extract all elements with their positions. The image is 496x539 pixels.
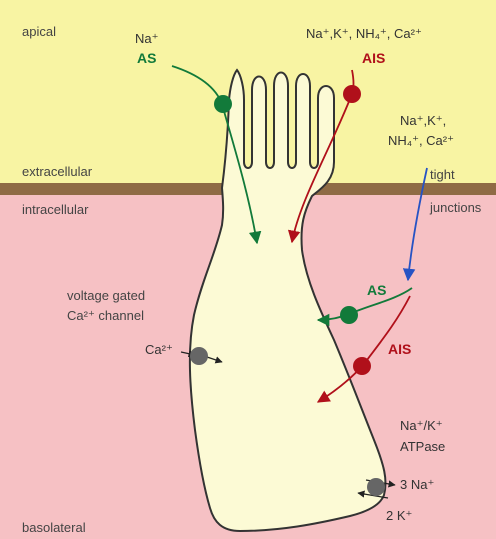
basolateral-ais-transporter <box>353 357 371 375</box>
label-basolateral-as: AS <box>367 282 386 298</box>
label-paracellular-ions-1: Na⁺,K⁺, <box>400 113 446 128</box>
label-channel-1: voltage gated <box>67 288 145 303</box>
label-pump-1: Na⁺/K⁺ <box>400 418 443 433</box>
label-basolateral: basolateral <box>22 520 86 535</box>
label-apical-as-ion: Na⁺ <box>135 31 158 46</box>
label-tight-junctions-1: tight <box>430 167 455 182</box>
label-basolateral-ais: AIS <box>388 341 411 357</box>
label-apical-ais-ions: Na⁺,K⁺, NH₄⁺, Ca²⁺ <box>306 26 422 41</box>
label-tight-junctions-2: junctions <box>429 200 482 215</box>
calcium-channel <box>190 347 208 365</box>
label-pump-in: 2 K⁺ <box>386 508 412 523</box>
label-extracellular: extracellular <box>22 164 93 179</box>
apical-as-transporter <box>214 95 232 113</box>
label-pump-out: 3 Na⁺ <box>400 477 434 492</box>
na-k-atpase <box>367 478 385 496</box>
label-apical-ais: AIS <box>362 50 385 66</box>
label-paracellular-ions-2: NH₄⁺, Ca²⁺ <box>388 133 454 148</box>
label-intracellular: intracellular <box>22 202 89 217</box>
label-apical: apical <box>22 24 56 39</box>
label-channel-2: Ca²⁺ channel <box>67 308 144 323</box>
label-pump-2: ATPase <box>400 439 445 454</box>
basolateral-as-transporter <box>340 306 358 324</box>
apical-ais-transporter <box>343 85 361 103</box>
label-channel-ion: Ca²⁺ <box>145 342 173 357</box>
label-apical-as: AS <box>137 50 156 66</box>
